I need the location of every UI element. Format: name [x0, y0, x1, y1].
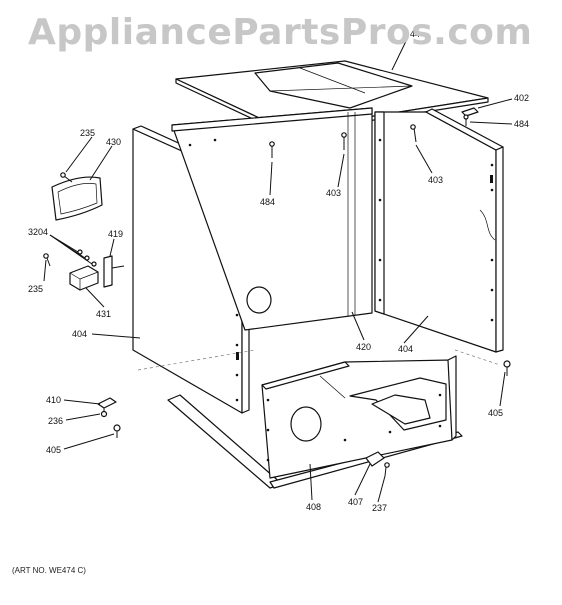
callout-410: 410 [46, 395, 61, 405]
callout-484-right: 484 [514, 119, 529, 129]
clip-402 [461, 107, 479, 117]
callout-405-left: 405 [46, 445, 61, 455]
callout-407: 407 [348, 497, 363, 507]
bracket-419 [103, 255, 125, 288]
art-number: (ART NO. WE474 C) [12, 566, 86, 575]
callout-3204: 3204 [28, 227, 48, 237]
watermark-logo: AppliancePartsPros.com [28, 12, 533, 53]
callout-403-right: 403 [428, 175, 443, 185]
callout-419: 419 [108, 229, 123, 239]
leader-lines [43, 36, 513, 503]
clip-407 [365, 451, 385, 467]
hinge-410 [97, 397, 117, 418]
screw-403-right [410, 124, 417, 143]
callout-235-top: 235 [80, 128, 95, 138]
rear-panel [171, 107, 373, 331]
screw-484-right [463, 114, 469, 126]
callout-408: 408 [306, 502, 321, 512]
screw-235-top [60, 172, 73, 183]
callout-431: 431 [96, 309, 111, 319]
callout-430: 430 [106, 137, 121, 147]
screw-403-left [341, 132, 347, 150]
callout-420: 420 [356, 342, 371, 352]
callout-404-right: 404 [398, 344, 413, 354]
screw-237 [384, 462, 390, 477]
callout-402: 402 [514, 93, 529, 103]
access-cover-430 [51, 176, 103, 221]
callout-236: 236 [48, 416, 63, 426]
screw-235-left [43, 253, 51, 267]
bracket-431 [69, 265, 99, 291]
front-base-panel [261, 355, 457, 479]
callout-237: 237 [372, 503, 387, 513]
screws-3204 [77, 249, 97, 267]
callout-403-left: 403 [326, 188, 341, 198]
callout-235-left: 235 [28, 284, 43, 294]
leveling-leg-405-right [503, 360, 511, 376]
callout-404-left: 404 [72, 329, 87, 339]
callout-484-left: 484 [260, 197, 275, 207]
screw-484-left [269, 141, 275, 158]
leveling-leg-405-left [113, 424, 121, 438]
right-side-panel [374, 108, 504, 353]
callout-44: 44 [410, 29, 420, 39]
callout-405-right: 405 [488, 408, 503, 418]
